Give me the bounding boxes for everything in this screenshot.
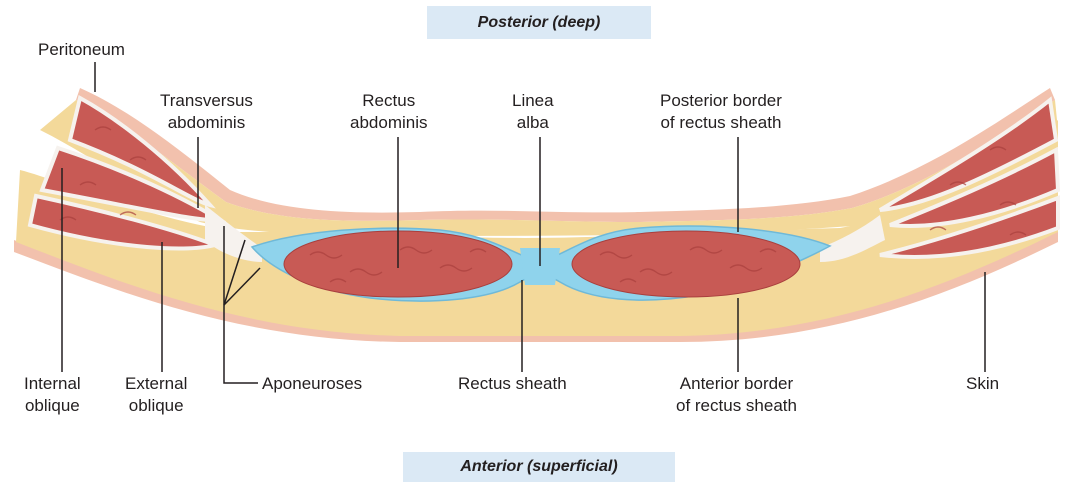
- label-transversus-abdominis: Transversus abdominis: [160, 90, 253, 134]
- label-skin: Skin: [966, 373, 999, 395]
- label-aponeuroses: Aponeuroses: [262, 373, 362, 395]
- label-anterior-border: Anterior border of rectus sheath: [676, 373, 797, 417]
- label-peritoneum: Peritoneum: [38, 39, 125, 61]
- rectus-abdominis-right: [572, 231, 800, 297]
- label-rectus-abdominis: Rectus abdominis: [350, 90, 428, 134]
- label-linea-alba: Linea alba: [512, 90, 554, 134]
- label-rectus-sheath: Rectus sheath: [458, 373, 567, 395]
- label-posterior-border: Posterior border of rectus sheath: [660, 90, 782, 134]
- right-oblique-muscles: [820, 100, 1058, 262]
- label-external-oblique: External oblique: [125, 373, 187, 417]
- label-internal-oblique: Internal oblique: [24, 373, 81, 417]
